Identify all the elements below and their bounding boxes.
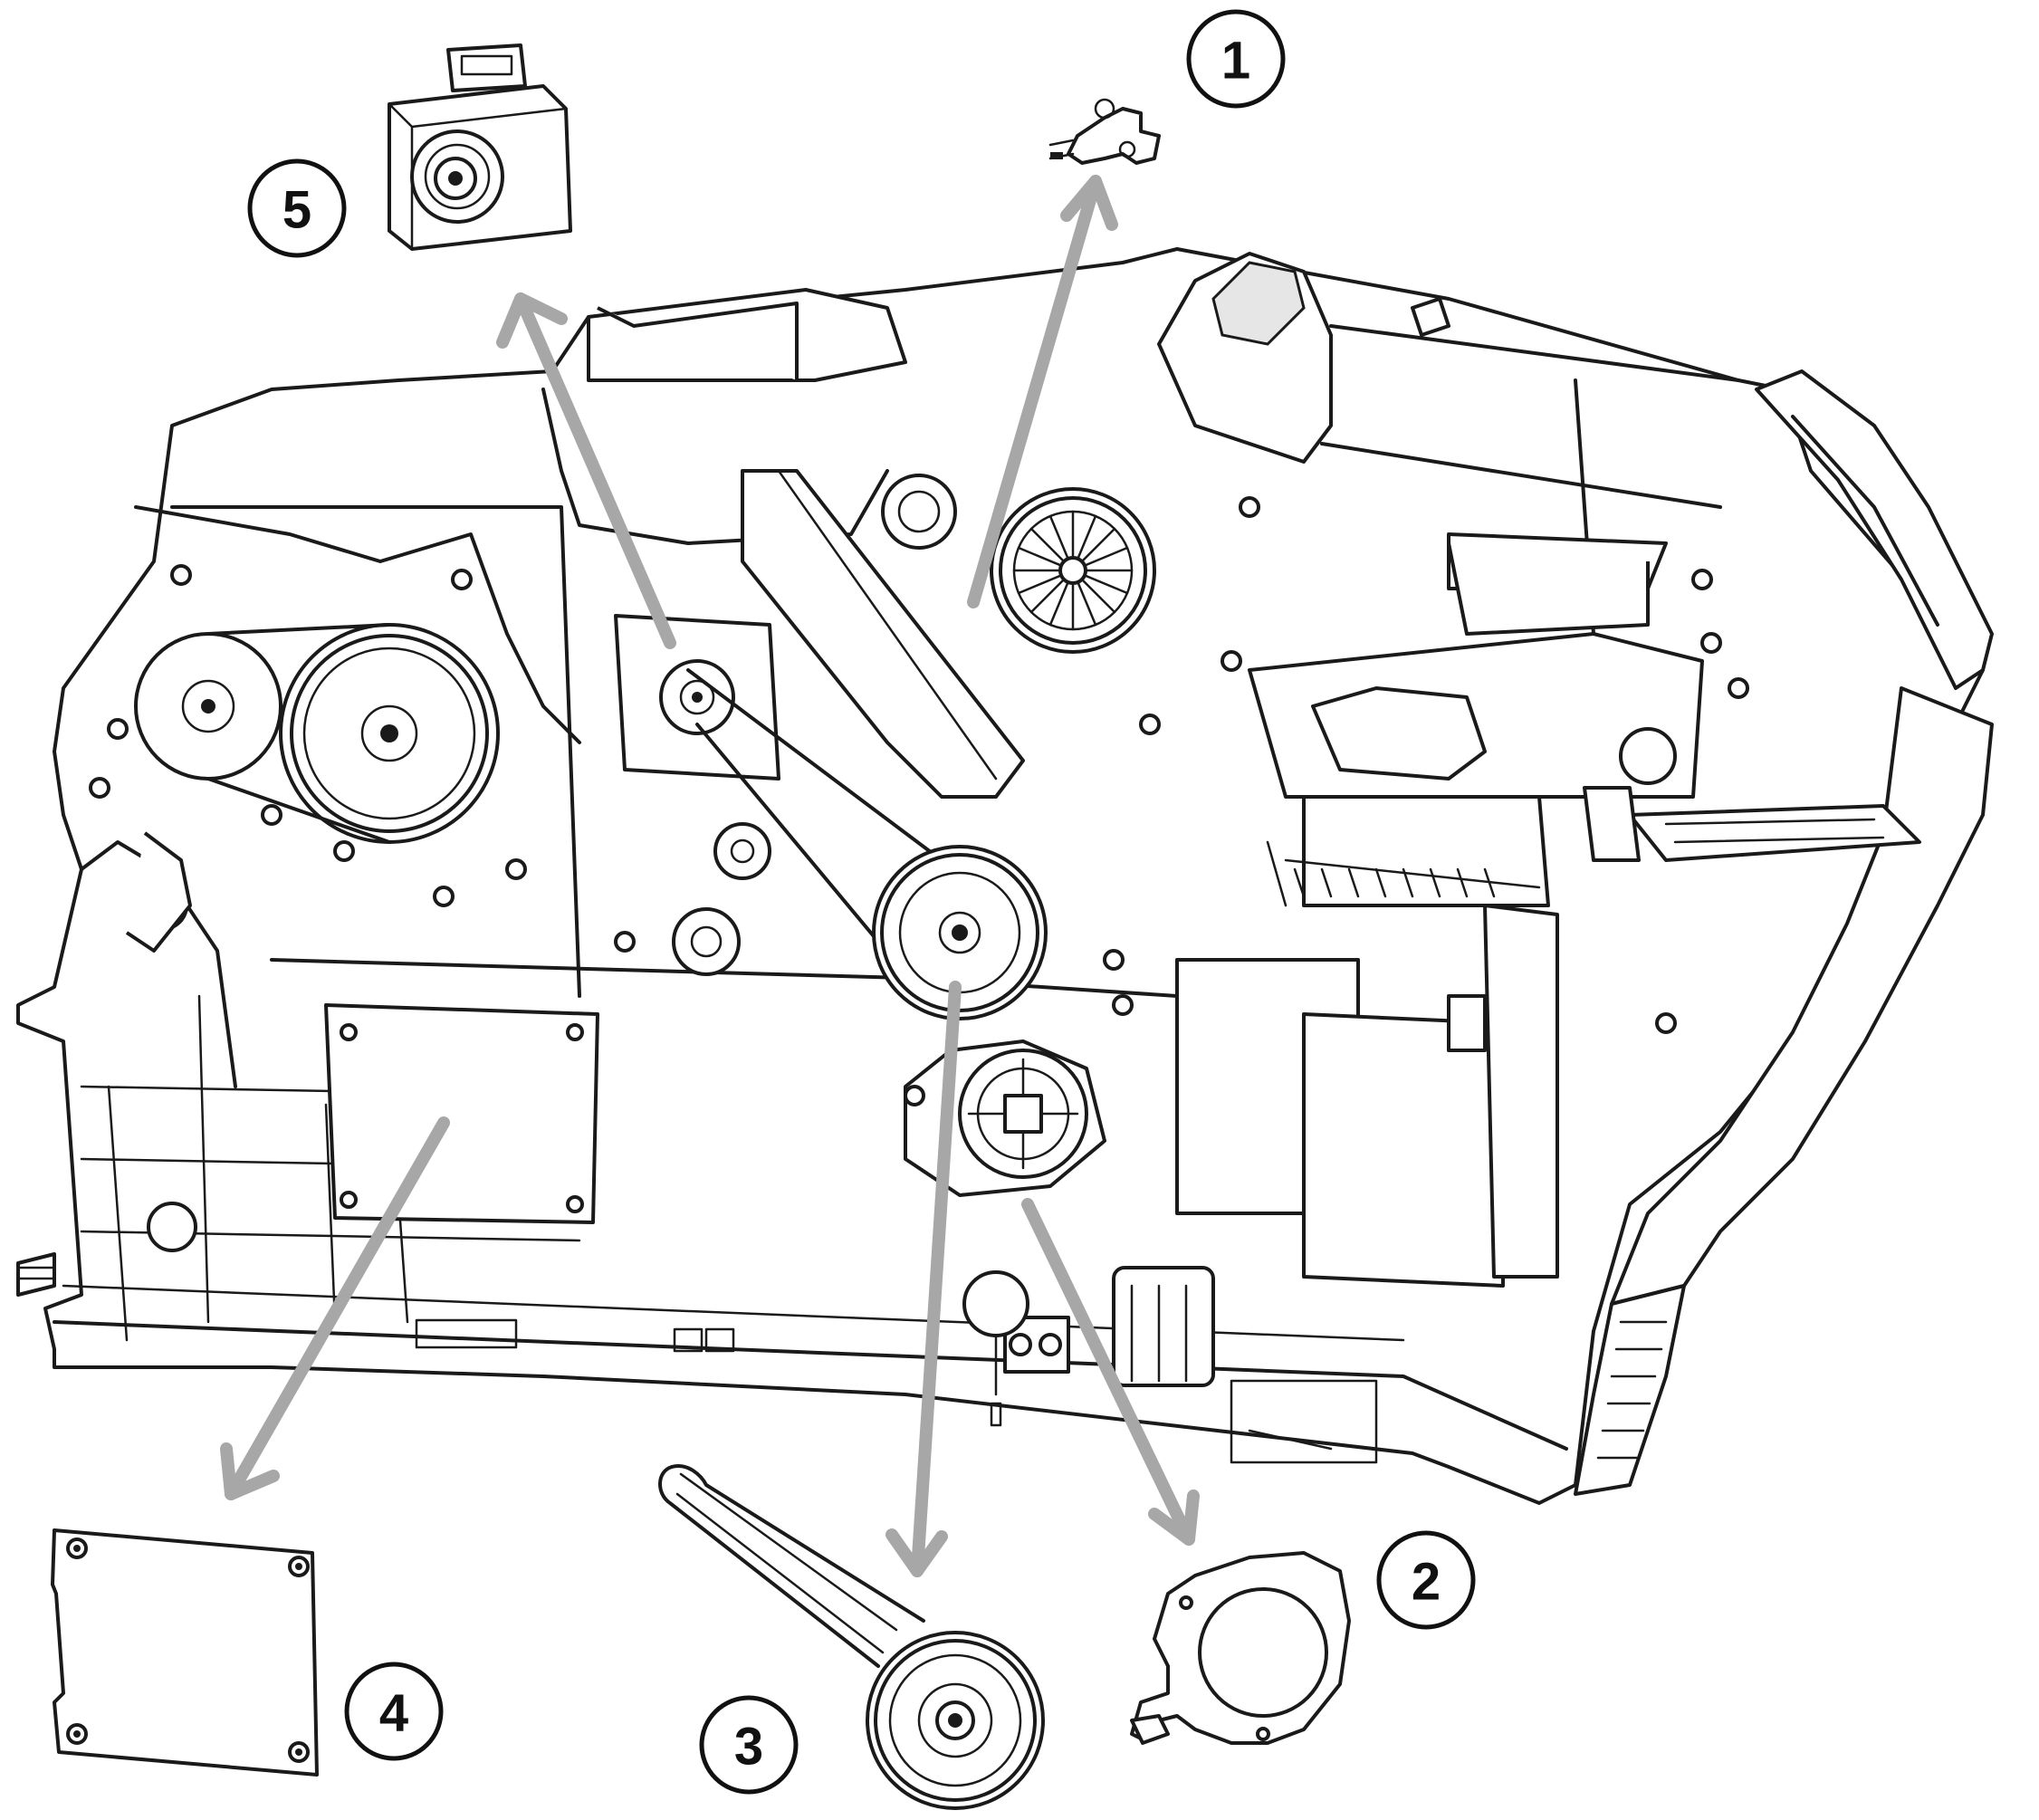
printer-assembly: [16, 247, 1994, 1505]
arrow-to-part-2: [1021, 1198, 1195, 1546]
callout-label: 3: [734, 1718, 763, 1777]
callout-3: 3: [699, 1695, 799, 1795]
bracket-part-2: [1130, 1551, 1351, 1745]
cover-plate-part-4: [51, 1528, 319, 1777]
callout-5: 5: [247, 158, 347, 258]
callout-4: 4: [344, 1662, 444, 1761]
fasteners: [89, 496, 1749, 1106]
sensor-part-1: [1048, 98, 1161, 165]
callout-label: 4: [379, 1684, 408, 1743]
arrow-to-part-5: [514, 292, 676, 649]
callout-2: 2: [1376, 1530, 1476, 1630]
stepper-motor-part-5: [388, 43, 572, 251]
arrow-to-part-4: [225, 1116, 450, 1500]
arrow-to-part-1: [967, 175, 1102, 608]
belt-and-pulley-part-3: [658, 1464, 1045, 1810]
explosion-arrows: [220, 175, 1200, 1577]
callout-1: 1: [1186, 9, 1286, 109]
callout-label: 2: [1412, 1553, 1441, 1612]
arrow-to-part-3: [911, 981, 962, 1577]
callout-label: 1: [1221, 32, 1250, 91]
callout-label: 5: [282, 181, 311, 240]
